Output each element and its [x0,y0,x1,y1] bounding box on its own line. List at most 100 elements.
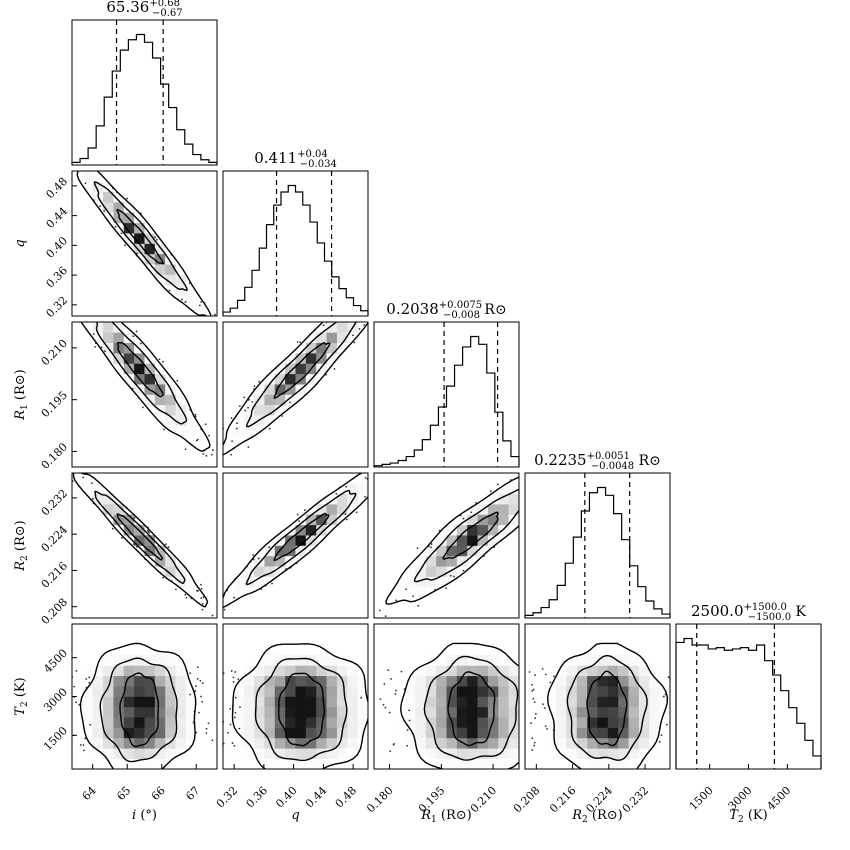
density-cell [607,727,619,739]
density-cell [316,748,327,759]
scatter-point [77,468,79,470]
scatter-point [88,681,91,684]
density-cell [649,696,660,708]
density-cell [394,727,406,739]
density-cell [305,706,317,718]
density-cell [607,686,619,697]
density-cell [659,717,670,728]
scatter-point [662,695,665,698]
scatter-point [181,298,183,301]
scatter-point [395,599,398,602]
scatter-point [534,685,536,687]
density-cell [295,655,307,666]
density-cell [326,727,338,739]
scatter-point [453,575,455,578]
density-cell [175,394,187,406]
scatter-point [252,558,255,561]
scatter-point [206,320,208,322]
density-cell [154,394,166,406]
density-cell [123,758,135,769]
density-cell [545,696,557,708]
scatter-point [63,666,65,668]
scatter-point [531,689,534,692]
density-cell [649,665,660,677]
density-cell [134,665,145,677]
density-cell [316,675,327,687]
density-cell [357,473,368,484]
density-cell [316,686,327,697]
scatter-point [237,678,240,681]
density-cell [165,404,176,416]
scatter-point [375,316,377,318]
density-cell [82,665,94,677]
scatter-point [531,737,534,740]
density-cell [305,665,317,677]
density-cell [456,545,468,557]
density-cell [92,748,104,759]
density-cell [415,566,427,577]
density-cell [185,284,197,296]
density-cell [134,535,145,546]
density-cell [254,696,265,708]
density-cell [154,737,166,749]
scatter-point [298,520,300,523]
density-cell [165,665,176,677]
scatter-point [81,288,83,290]
density-cell [264,748,276,759]
density-cell [487,675,499,687]
density-cell [264,758,276,769]
density-cell [274,675,286,687]
y-tick-label: 4500 [41,647,70,676]
density-cell [436,686,447,697]
density-cell [467,514,478,526]
density-cell [498,727,509,739]
density-cell [587,727,598,739]
scatter-point [417,604,420,607]
scatter-point [154,236,156,239]
density-cell [295,748,307,759]
scatter-point [383,683,386,685]
density-cell [446,665,458,677]
density-cell [436,727,447,739]
scatter-point [66,721,68,723]
contour-level-2 [423,655,519,761]
density-cell [357,686,368,697]
density-cell [425,665,437,677]
x-tick-label: 65 [114,784,133,803]
scatter-point [384,706,387,709]
scatter-point [299,341,302,344]
density-cell [165,706,176,718]
scatter-point [533,701,536,704]
density-cell [477,686,489,697]
density-cell [113,706,125,718]
density-cell [556,717,567,728]
scatter-point [207,722,210,725]
density-cell [498,524,509,536]
density-cell [254,706,265,718]
density-cell [607,696,619,708]
density-cell [103,493,114,505]
scatter-point [243,396,246,399]
density-cell [254,717,265,728]
density-cell [185,675,197,687]
density-cell [446,696,458,708]
scatter-point [194,413,197,416]
density-cell [144,373,156,385]
density-cell [436,706,447,718]
scatter-point [345,518,348,521]
density-cell [243,717,255,728]
density-cell [628,655,640,666]
scatter-point [120,536,123,539]
density-cell [336,493,348,505]
y-tick-label: 0.36 [44,264,71,291]
density-cell [487,655,499,666]
scatter-point [539,698,541,700]
density-cell [436,748,447,759]
density-cell [618,748,629,759]
contour-level-3 [80,322,211,452]
histogram-panel-3 [524,472,671,619]
density-cell [436,566,447,577]
scatter-point [389,750,392,752]
density-cell [649,727,660,739]
density-cell [467,748,478,759]
